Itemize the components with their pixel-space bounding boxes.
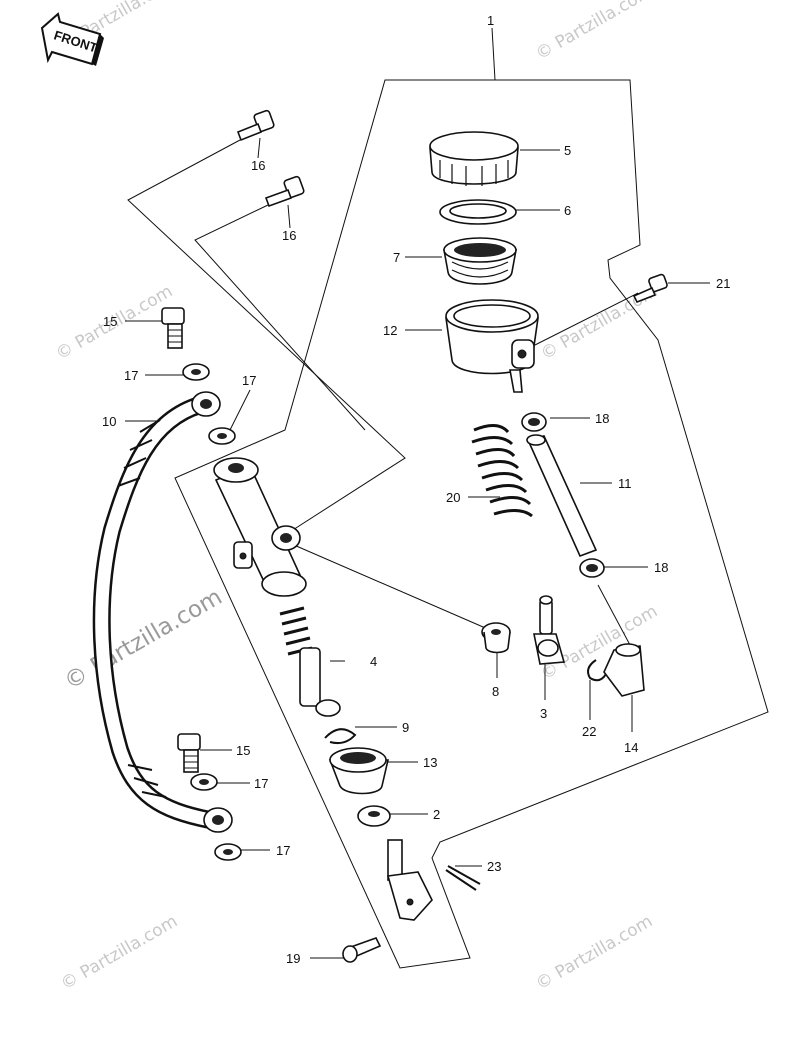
callout-4: 4: [370, 654, 377, 669]
cotter-pin: [445, 865, 481, 891]
reservoir-hose: [526, 434, 598, 558]
piston-assembly: [279, 606, 341, 717]
callout-9: 9: [402, 720, 409, 735]
watermark-bottom-left: © Partzilla.com: [58, 911, 182, 994]
hose-clamp-bottom: [579, 558, 605, 578]
callout-7: 7: [393, 250, 400, 265]
callout-17-top-a: 17: [124, 368, 138, 383]
diaphragm-plate: [439, 199, 517, 225]
callout-20: 20: [446, 490, 460, 505]
washer-17-bottom-a: [190, 773, 218, 791]
callout-22: 22: [582, 724, 596, 739]
callout-8: 8: [492, 684, 499, 699]
circlip: [324, 728, 357, 745]
callout-10: 10: [102, 414, 116, 429]
callout-15-top: 15: [103, 314, 117, 329]
washer-17-bottom-b: [214, 843, 242, 861]
callout-11: 11: [618, 476, 632, 491]
brake-hose: [92, 391, 233, 833]
callout-17-top-b: 17: [242, 373, 256, 388]
washer-17-top-b: [208, 427, 236, 445]
dust-boot: [328, 747, 390, 795]
callout-16-top: 16: [251, 158, 265, 173]
bolt-bracket-outer: [127, 139, 406, 536]
callout-12: 12: [383, 323, 397, 338]
banjo-bolt-top: [161, 307, 185, 349]
callout-17-bottom-b: 17: [276, 843, 290, 858]
hose-clamp-top: [521, 412, 547, 432]
master-cylinder-body: [213, 457, 307, 597]
callout-14: 14: [624, 740, 638, 755]
front-arrow-icon: FRONT: [40, 12, 104, 66]
reservoir: [445, 299, 539, 393]
callout-16-bottom: 16: [282, 228, 296, 243]
callout-15-bottom: 15: [236, 743, 250, 758]
banjo-bolt-bottom: [177, 733, 201, 773]
callout-17-bottom-a: 17: [254, 776, 268, 791]
watermark-center: © Partzilla.com: [60, 584, 227, 695]
callout-19: 19: [286, 951, 300, 966]
elbow-fitting: [533, 595, 566, 665]
bolt-16-top: [236, 109, 275, 142]
leader-lines: [125, 27, 710, 959]
bolt-bracket-inner: [194, 204, 366, 431]
callout-labels: 1 5 6 7 12 21 18 11 20 18 16 16 15 17 17…: [102, 13, 730, 966]
push-rod-boot: [357, 805, 391, 827]
callout-18-bottom: 18: [654, 560, 668, 575]
callout-2: 2: [433, 807, 440, 822]
hose-connector: [603, 643, 645, 697]
reservoir-screw: [632, 273, 668, 304]
bolt-16-bottom: [264, 175, 305, 208]
callout-21: 21: [716, 276, 730, 291]
circlip-22: [587, 659, 607, 682]
diaphragm: [443, 237, 517, 285]
return-spring: [471, 424, 533, 518]
callout-6: 6: [564, 203, 571, 218]
callout-23: 23: [487, 859, 501, 874]
push-rod-clevis: [386, 839, 433, 921]
reservoir-cap: [429, 131, 519, 186]
callout-5: 5: [564, 143, 571, 158]
callout-3: 3: [540, 706, 547, 721]
watermark-bottom-right: © Partzilla.com: [533, 911, 657, 994]
clevis-pin: [342, 937, 382, 963]
assembly-outline: [174, 79, 769, 969]
grommet: [481, 622, 511, 654]
callout-13: 13: [423, 755, 437, 770]
callout-18-top: 18: [595, 411, 609, 426]
callout-1: 1: [487, 13, 494, 28]
watermark-top-right: © Partzilla.com: [533, 0, 657, 64]
washer-17-top-a: [182, 363, 210, 381]
